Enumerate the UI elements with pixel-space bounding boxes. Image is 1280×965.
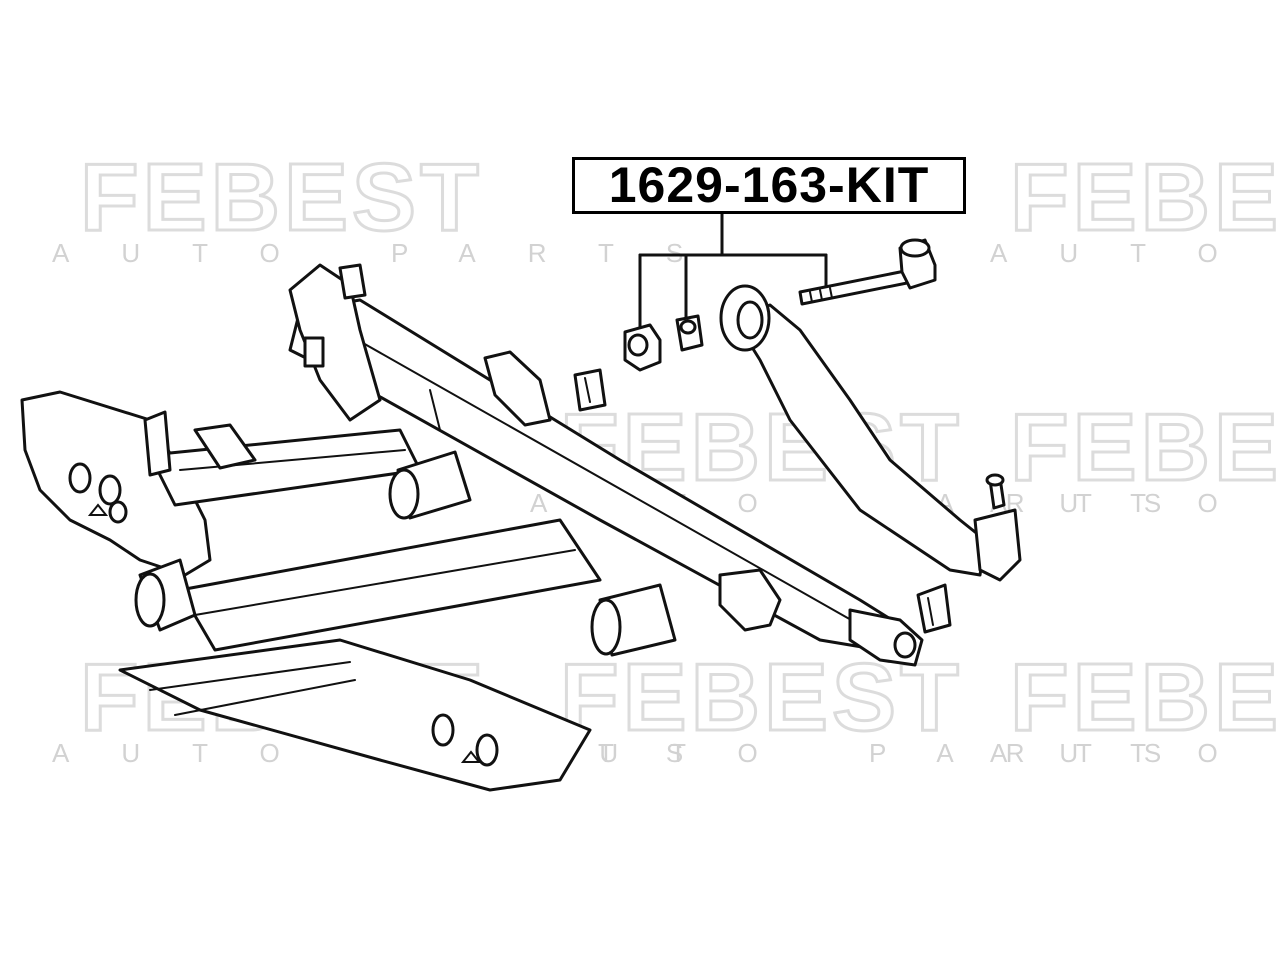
leader-lines <box>638 212 828 332</box>
subframe-drawing <box>20 263 924 792</box>
watermark-7: FEBEST AUTO PARTS <box>990 643 1280 769</box>
svg-text:AUTO PARTS: AUTO PARTS <box>990 488 1280 518</box>
watermark-4: FEBEST AUTO PARTS <box>990 393 1280 519</box>
bushing-lower-left <box>134 558 197 632</box>
kit-components <box>623 212 1022 634</box>
watermark-1: FEBEST AUTO PARTS <box>52 143 735 269</box>
svg-text:AUTO PARTS: AUTO PARTS <box>990 738 1280 768</box>
svg-text:AUTO PARTS: AUTO PARTS <box>990 238 1280 268</box>
bracket-2 <box>193 423 257 470</box>
bushing-lower-right <box>590 583 677 657</box>
nut-part <box>623 323 662 372</box>
svg-text:FEBEST: FEBEST <box>1010 644 1280 751</box>
svg-text:FEBEST: FEBEST <box>1010 394 1280 501</box>
bushing-center <box>388 450 472 520</box>
watermark-layer: FEBEST AUTO PARTS FEBEST AUTO PARTS FEBE… <box>52 143 1280 769</box>
bolt-part <box>798 238 937 306</box>
control-arm-part <box>719 284 1022 582</box>
svg-text:AUTO PARTS: AUTO PARTS <box>530 738 1213 768</box>
rear-cross-member <box>148 428 422 507</box>
washer-part <box>675 314 704 352</box>
bracket-1 <box>483 350 552 427</box>
clip-right <box>916 583 952 634</box>
svg-text:FEBEST: FEBEST <box>1010 144 1280 251</box>
watermark-2: FEBEST AUTO PARTS <box>990 143 1280 269</box>
svg-text:AUTO PARTS: AUTO PARTS <box>52 238 735 268</box>
bracket-3 <box>143 410 172 477</box>
part-number-label: 1629-163-KIT <box>572 157 966 214</box>
front-cross-member <box>178 518 602 652</box>
right-end-mount <box>718 568 782 632</box>
clip-left <box>573 368 607 412</box>
svg-text:FEBEST: FEBEST <box>80 144 483 251</box>
